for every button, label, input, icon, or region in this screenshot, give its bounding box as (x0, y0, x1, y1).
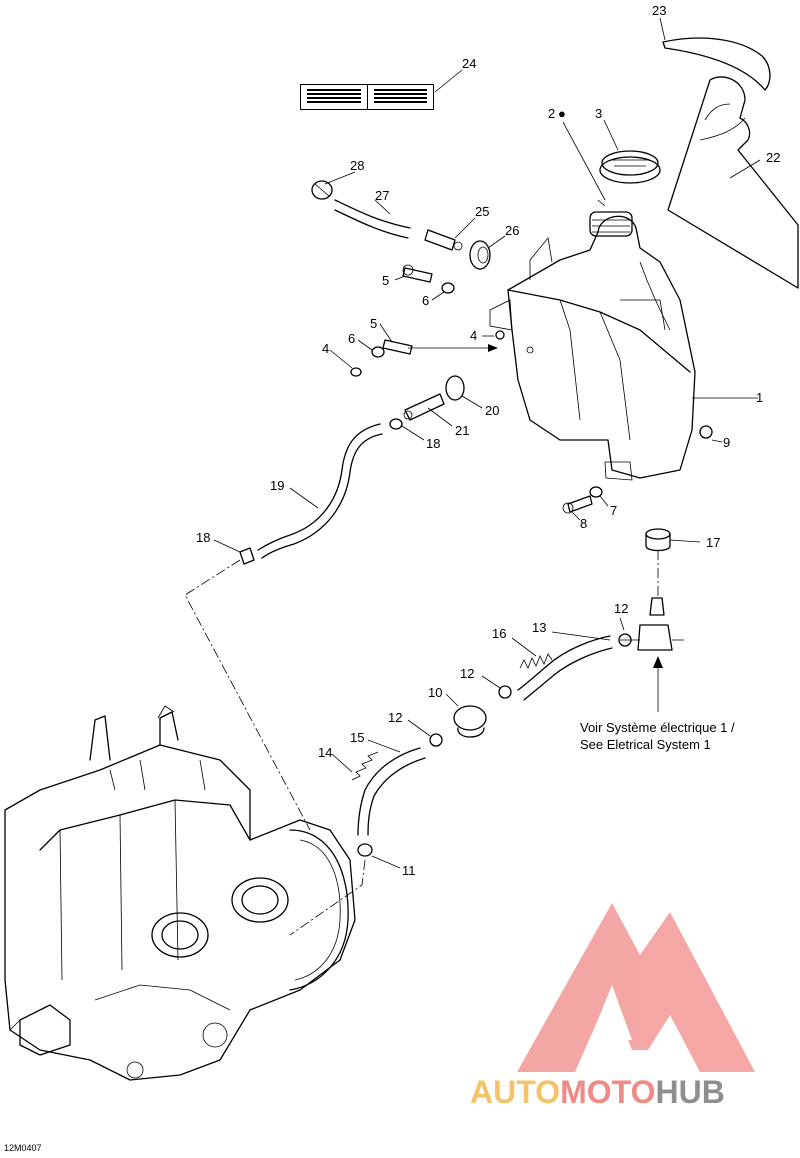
part-22-heat-shield (667, 76, 799, 289)
part-16-spring (519, 653, 553, 669)
part-5-bolt-lower (382, 339, 413, 355)
callout-10: 10 (428, 685, 442, 700)
callout-22: 22 (766, 150, 780, 165)
part-20-grommet (445, 375, 465, 401)
leader-lines (213, 17, 761, 869)
watermark-logo (517, 903, 755, 1072)
callout-12-right: 12 (614, 601, 628, 616)
figure-code: 12M0407 (4, 1143, 42, 1153)
callout-15: 15 (350, 730, 364, 745)
callout-26: 26 (505, 223, 519, 238)
part-18-clamp-upper (389, 418, 403, 430)
callout-12-middle: 12 (460, 666, 474, 681)
callout-5-upper: 5 (382, 273, 389, 288)
callout-23: 23 (652, 3, 666, 18)
part-6-washer-lower (371, 346, 385, 358)
callout-6-upper: 6 (422, 293, 429, 308)
part-19-hose (257, 423, 383, 559)
part-11-clamp (357, 843, 373, 857)
callout-6-lower: 6 (348, 331, 355, 346)
watermark-part-hub: HUB (655, 1074, 725, 1110)
callout-13: 13 (532, 620, 546, 635)
callout-3: 3 (595, 106, 602, 121)
callout-21: 21 (455, 423, 469, 438)
part-10-filter (453, 705, 487, 738)
note-line-french: Voir Système électrique 1 / (580, 720, 735, 735)
callout-5-lower: 5 (370, 316, 377, 331)
part-24-warning-label (300, 84, 434, 110)
warning-label-left (301, 85, 368, 109)
callout-7: 7 (610, 503, 617, 518)
note-line-english: See Eletrical System 1 (580, 737, 711, 752)
part-27-vent-hose (334, 199, 411, 239)
part-7-washer (589, 486, 603, 498)
part-15-hose (357, 747, 426, 836)
callout-12-left: 12 (388, 710, 402, 725)
part-8-bolt (562, 495, 593, 514)
callout-4-upper: 4 (470, 328, 477, 343)
part-12-clamp-right (618, 633, 632, 647)
part-21-outlet-fitting (403, 393, 445, 421)
part-12-clamp-middle (498, 685, 512, 699)
callout-18-lower: 18 (196, 530, 210, 545)
oil-drop-symbol: ● (558, 106, 566, 121)
callout-17: 17 (706, 535, 720, 550)
callout-18-upper: 18 (426, 436, 440, 451)
part-17-grommet (645, 528, 671, 552)
callout-2: 2 (548, 106, 555, 121)
part-4-nut-lower (350, 367, 362, 377)
part-5-bolt-upper (402, 264, 433, 283)
callout-28: 28 (350, 158, 364, 173)
part-6-washer-upper (441, 282, 455, 294)
callout-27: 27 (375, 188, 389, 203)
watermark-part-moto: MOTO (560, 1074, 656, 1110)
part-23-cover-strip (662, 37, 771, 91)
part-13-hose (517, 635, 613, 701)
callout-labels: 23 24 2 ● 3 22 28 27 25 26 5 6 5 4 6 4 1… (196, 3, 780, 878)
part-28-vent-check (311, 180, 333, 200)
callout-1: 1 (756, 390, 763, 405)
callout-9: 9 (723, 435, 730, 450)
part-14-spring (351, 751, 379, 781)
callout-11: 11 (402, 863, 416, 878)
cross-reference-note: Voir Système électrique 1 / See Eletrica… (580, 719, 735, 753)
watermark-brand-text: AUTOMOTOHUB (470, 1074, 725, 1111)
part-25-fitting (424, 229, 463, 251)
part-26-grommet (469, 240, 491, 270)
callout-25: 25 (475, 204, 489, 219)
warning-label-right (368, 85, 434, 109)
callout-19: 19 (270, 478, 284, 493)
part-1-oil-tank (489, 211, 696, 481)
part-9-nut (699, 425, 713, 439)
callout-16: 16 (492, 626, 506, 641)
engine-assembly (4, 705, 356, 1081)
callout-24: 24 (462, 56, 476, 71)
oil-sensor-fitting (620, 597, 684, 651)
part-18-clamp-lower (239, 547, 255, 565)
routing-dashed-lines (184, 550, 659, 936)
watermark-part-auto: AUTO (470, 1074, 561, 1110)
callout-4-lower: 4 (322, 341, 329, 356)
callout-14: 14 (318, 745, 332, 760)
part-4-nut-upper (495, 330, 505, 340)
callout-20: 20 (485, 403, 499, 418)
part-3-filler-cap (599, 150, 661, 184)
callout-8: 8 (580, 516, 587, 531)
part-12-clamp-left (429, 733, 443, 747)
